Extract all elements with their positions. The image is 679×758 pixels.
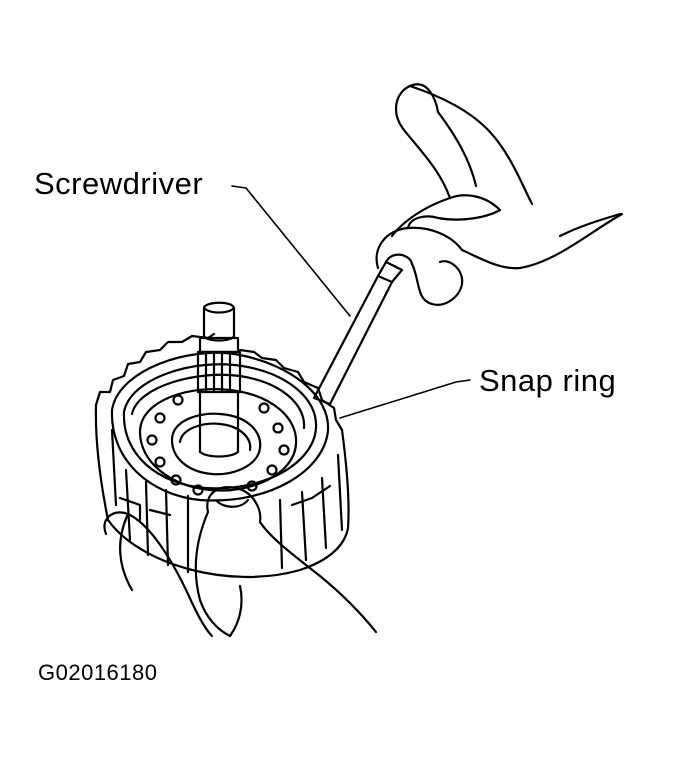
snap-ring-leader [340,380,470,418]
snap-ring-label: Snap ring [479,363,617,398]
screwdriver-label: Screwdriver [34,166,204,201]
clutch-drum [96,334,349,577]
figure-id: G02016180 [38,660,158,685]
input-shaft [198,303,240,457]
upper-hand [377,84,622,304]
retaining-plate [140,389,296,494]
leader-lines [232,186,470,418]
screwdriver-leader [232,186,350,316]
snap-ring [124,364,316,488]
screwdriver [314,255,412,404]
lower-hand [104,487,376,636]
